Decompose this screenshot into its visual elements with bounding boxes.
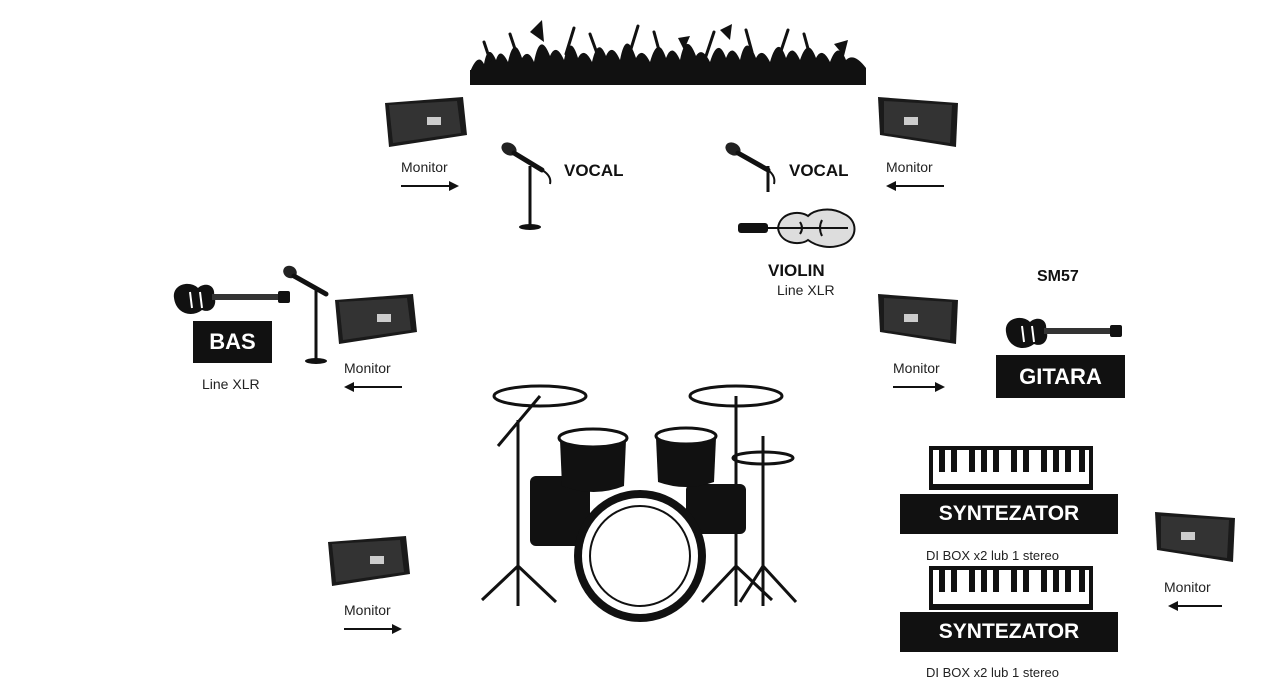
violin-icon bbox=[738, 204, 860, 252]
arrow-left-icon bbox=[344, 381, 402, 393]
gitara-label: GITARA bbox=[996, 355, 1125, 398]
synth-top-label: SYNTEZATOR bbox=[900, 494, 1118, 534]
synth-bottom-label: SYNTEZATOR bbox=[900, 612, 1118, 652]
monitor-top-right-icon bbox=[876, 95, 962, 150]
monitor-synth-label: Monitor bbox=[1164, 579, 1211, 595]
keyboard-bottom-icon bbox=[929, 566, 1093, 610]
sm57-label: SM57 bbox=[1037, 268, 1079, 286]
microphone-stand-icon bbox=[500, 140, 560, 232]
bass-guitar-icon bbox=[172, 280, 290, 318]
arrow-right-icon bbox=[893, 381, 945, 393]
arrow-right-icon bbox=[344, 623, 402, 635]
arrow-right-icon bbox=[401, 180, 459, 192]
monitor-top-left-label: Monitor bbox=[401, 159, 448, 175]
arrow-left-icon bbox=[886, 180, 944, 192]
monitor-bas-label: Monitor bbox=[344, 360, 391, 376]
vocal-right-label: VOCAL bbox=[789, 161, 849, 181]
monitor-bottom-left-icon bbox=[326, 534, 412, 589]
microphone-stand-icon bbox=[282, 264, 332, 368]
monitor-gitara-label: Monitor bbox=[893, 360, 940, 376]
monitor-gitara-icon bbox=[876, 292, 962, 347]
monitor-top-right-label: Monitor bbox=[886, 159, 933, 175]
violin-line-label: Line XLR bbox=[777, 282, 835, 298]
bas-line-label: Line XLR bbox=[202, 376, 260, 392]
arrow-left-icon bbox=[1168, 600, 1222, 612]
vocal-left-label: VOCAL bbox=[564, 161, 624, 181]
monitor-bottom-left-label: Monitor bbox=[344, 602, 391, 618]
synth-bottom-note: DI BOX x2 lub 1 stereo bbox=[926, 665, 1059, 680]
monitor-bas-icon bbox=[333, 292, 419, 347]
microphone-icon bbox=[724, 140, 780, 196]
drum-kit-icon bbox=[476, 376, 802, 620]
violin-label: VIOLIN bbox=[768, 261, 825, 281]
keyboard-top-icon bbox=[929, 446, 1093, 490]
audience-icon bbox=[470, 12, 870, 87]
bas-label: BAS bbox=[193, 321, 272, 363]
synth-top-note: DI BOX x2 lub 1 stereo bbox=[926, 548, 1059, 563]
monitor-synth-icon bbox=[1153, 510, 1239, 565]
electric-guitar-icon bbox=[1004, 314, 1122, 352]
monitor-top-left-icon bbox=[383, 95, 469, 150]
